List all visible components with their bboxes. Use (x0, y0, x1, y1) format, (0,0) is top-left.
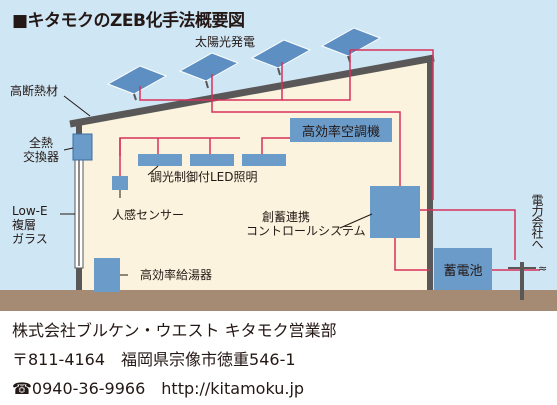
contact: ☎0940-36-9966 http://kitamoku.jp (12, 379, 305, 398)
ground (0, 290, 557, 311)
footer: 株式会社ブルケン・ウエスト キタモク営業部 〒811-4164 福岡県宗像市徳重… (0, 311, 557, 405)
led-lights (138, 154, 286, 166)
water-heater-unit (94, 258, 120, 292)
company-name: 株式会社ブルケン・ウエスト キタモク営業部 (12, 321, 337, 340)
control-system-unit (370, 186, 420, 238)
utility-pole (508, 262, 536, 300)
hvac-label: 高効率空調機 (301, 124, 380, 140)
water-heater-label: 高効率給湯器 (140, 268, 213, 282)
house-wall (76, 60, 428, 290)
lighting-label: 調光制御付LED照明 (150, 170, 258, 184)
to-grid-label: 電力会社へ (530, 194, 544, 249)
motion-sensor (112, 176, 128, 190)
sensor-label: 人感センサー (112, 208, 185, 222)
roof-line (69, 54, 435, 128)
battery-unit (434, 248, 492, 290)
battery-label: 蓄電池 (443, 263, 483, 279)
solar-label: 太陽光発電 (195, 35, 256, 49)
lowe-glass-label: Low-E 複層 ガラス (12, 204, 48, 246)
page-title: ■キタモクのZEB化手法概要図 (12, 11, 245, 31)
heat-exchanger-unit (72, 133, 93, 161)
solar-panels (106, 27, 382, 95)
control-system-label: 創蓄連携 コントロールシステム (246, 210, 366, 238)
hvac-unit (290, 118, 392, 142)
wave-symbol: ≈ (538, 262, 547, 275)
heat-exchanger-label: 全熱 交換器 (22, 136, 59, 164)
insulation-label: 高断熱材 (10, 84, 59, 98)
leader-lines (60, 95, 373, 276)
address: 〒811-4164 福岡県宗像市徳重546-1 (12, 350, 296, 369)
